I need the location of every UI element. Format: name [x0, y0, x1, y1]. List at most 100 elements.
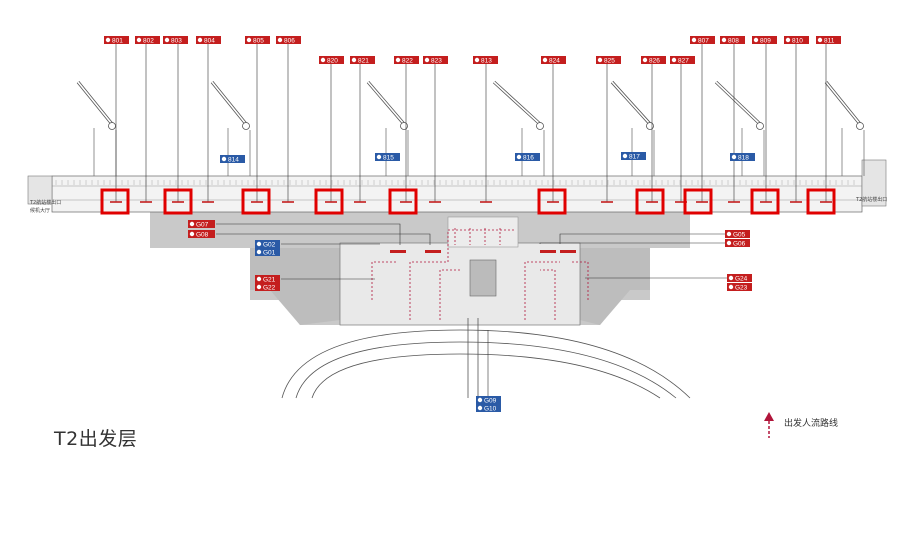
- concourse-right-label: T2航站楼出口: [856, 197, 888, 203]
- concourse-left-label: T2航站楼出口: [30, 200, 62, 206]
- gate-tag-G09-text: G09: [484, 398, 497, 405]
- gate-tag-802: 802: [135, 36, 160, 45]
- gate-tag-824-text: 824: [549, 58, 560, 65]
- gate-tag-G22-text: G22: [263, 285, 276, 292]
- gate-tag-809: 809: [752, 36, 777, 45]
- gate-tag-821-text: 821: [358, 58, 369, 65]
- apron-right-wing: [580, 248, 650, 325]
- gate-tag-G23-text: G23: [735, 285, 748, 292]
- gate-tag-818: 818: [730, 153, 755, 162]
- gate-tag-G08: G08: [188, 230, 215, 239]
- gate-tag-810: 810: [784, 36, 809, 45]
- legend: 出发人流路线: [762, 410, 882, 444]
- gate-tag-813: 813: [473, 56, 498, 65]
- highlight-boxes: [100, 188, 836, 215]
- concourse-left-label-2: 候机大厅: [30, 208, 51, 214]
- flow-route-1: [409, 229, 515, 320]
- security-zone: [447, 216, 519, 248]
- gate-tag-804-text: 804: [204, 38, 215, 45]
- gate-tag-825: 825: [596, 56, 621, 65]
- side-leader-5: [539, 242, 725, 244]
- gate-tag-G01-text: G01: [263, 250, 276, 257]
- gate-tag-802-text: 802: [143, 38, 154, 45]
- gate-tag-G06-text: G06: [733, 241, 746, 248]
- checkin-mark-4: [560, 250, 576, 253]
- floor-title: T2出发层: [54, 428, 138, 450]
- gate-tag-810-text: 810: [792, 38, 803, 45]
- gate-tag-825-text: 825: [604, 58, 615, 65]
- highlight-box-9: [750, 188, 780, 215]
- boarding-bridges: [76, 80, 865, 176]
- gate-tag-G02: G02: [255, 240, 280, 249]
- gate-tag-G10-text: G10: [484, 406, 497, 413]
- departure-flow-routes: [371, 228, 589, 320]
- side-leader-4: [559, 233, 725, 244]
- gate-tag-823-text: 823: [431, 58, 442, 65]
- gate-tag-806: 806: [276, 36, 301, 45]
- gate-tag-815: 815: [375, 153, 400, 162]
- gate-tag-801-text: 801: [112, 38, 123, 45]
- gate-tag-827: 827: [670, 56, 695, 65]
- gate-tag-804: 804: [196, 36, 221, 45]
- main-hall: [339, 242, 581, 326]
- flow-route-2: [439, 269, 460, 320]
- roadway-outer: [281, 329, 691, 399]
- flow-route-7: [454, 228, 501, 245]
- concourse-right-end: [861, 159, 887, 207]
- gate-tag-826: 826: [641, 56, 666, 65]
- boarding-bridge-4: [492, 80, 545, 176]
- gate-tag-G08-text: G08: [196, 232, 209, 239]
- gate-tag-813-text: 813: [481, 58, 492, 65]
- gate-tag-G05-text: G05: [733, 232, 746, 239]
- highlight-box-8: [683, 188, 713, 215]
- gate-tag-G07-text: G07: [196, 222, 209, 229]
- legend-label: 出发人流路线: [784, 419, 839, 429]
- boarding-bridge-2: [210, 80, 251, 176]
- gate-tag-G01: G01: [255, 248, 280, 257]
- gate-tag-820: 820: [319, 56, 344, 65]
- gate-tag-821: 821: [350, 56, 375, 65]
- roadway-inner: [311, 353, 661, 399]
- gate-tag-G23: G23: [727, 283, 752, 292]
- checkin-mark-2: [425, 250, 441, 253]
- highlight-box-1: [100, 188, 130, 215]
- gate-tag-801: 801: [104, 36, 129, 45]
- gate-tag-808-text: 808: [728, 38, 739, 45]
- highlight-box-4: [314, 188, 344, 215]
- roadway-mid: [295, 341, 677, 399]
- gate-tag-G24: G24: [727, 274, 752, 283]
- gate-tag-814-text: 814: [228, 157, 239, 164]
- boarding-bridge-3: [366, 80, 409, 176]
- flow-route-5: [371, 261, 398, 300]
- flow-route-3: [524, 261, 560, 320]
- gate-tag-807: 807: [690, 36, 715, 45]
- highlight-box-5: [388, 188, 418, 215]
- gate-tag-814: 814: [220, 155, 245, 164]
- highlight-box-10: [806, 188, 836, 215]
- side-leader-0: [216, 223, 401, 245]
- gate-tag-827-text: 827: [678, 58, 689, 65]
- apron-left-wing: [250, 248, 340, 325]
- gate-tag-820-text: 820: [327, 58, 338, 65]
- gate-tag-815-text: 815: [383, 155, 394, 162]
- highlight-box-2: [163, 188, 193, 215]
- gate-tag-823: 823: [423, 56, 448, 65]
- gate-tag-817-text: 817: [629, 154, 640, 161]
- gate-tag-805: 805: [245, 36, 270, 45]
- checkin-mark-3: [540, 250, 556, 253]
- gate-labels: 801 802 803 804 805 806 807 808 809 810 811 820 821 8…: [104, 36, 841, 203]
- central-core: [469, 259, 497, 297]
- gate-tag-G10: G10: [476, 404, 501, 413]
- gate-tag-G24-text: G24: [735, 276, 748, 283]
- gate-tag-807-text: 807: [698, 38, 709, 45]
- gate-tag-G05: G05: [725, 230, 750, 239]
- gate-tag-803: 803: [163, 36, 188, 45]
- gate-tag-811-text: 811: [824, 38, 835, 45]
- gate-tag-817: 817: [621, 152, 646, 161]
- gate-tag-803-text: 803: [171, 38, 182, 45]
- gate-tag-G21: G21: [255, 275, 280, 284]
- gate-tag-822-text: 822: [402, 58, 413, 65]
